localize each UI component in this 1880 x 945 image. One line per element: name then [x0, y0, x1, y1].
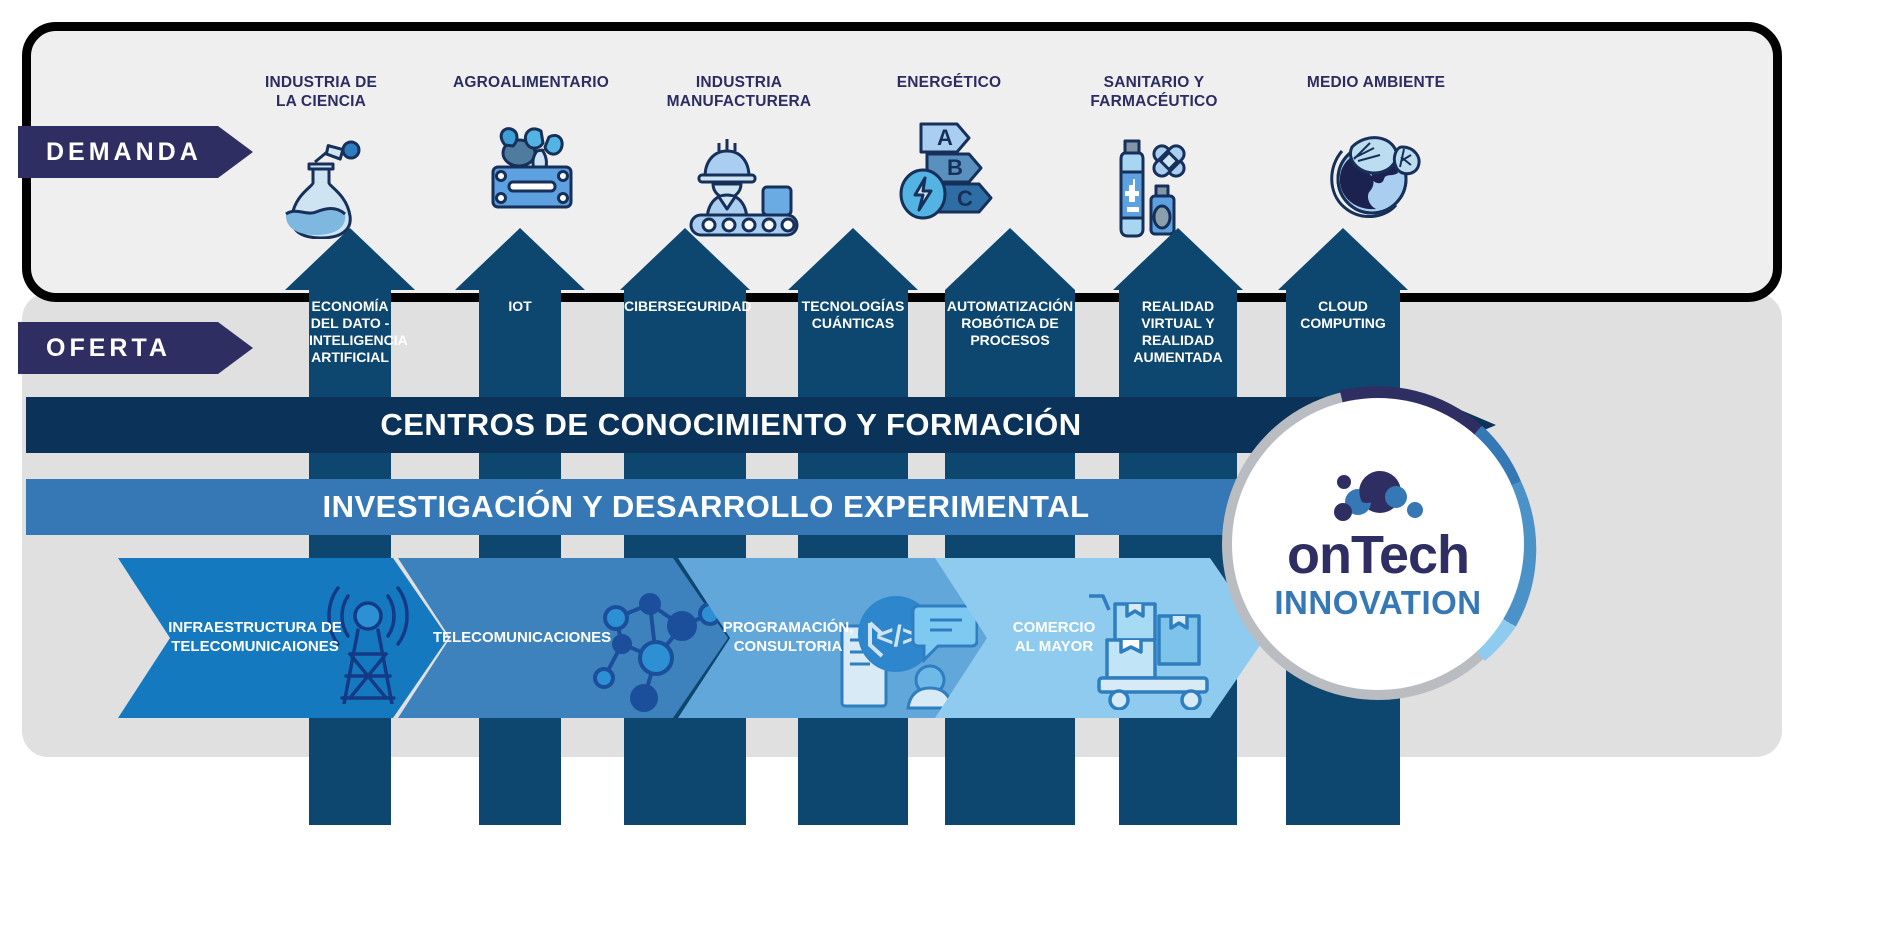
arrow-head — [455, 228, 585, 290]
offer-arrow-label: ECONOMÍA DEL DATO - INTELIGENCIA ARTIFIC… — [309, 298, 408, 366]
logo-dots-icon — [1334, 470, 1423, 521]
svg-text:B: B — [947, 155, 963, 180]
arrow-head — [788, 228, 918, 290]
demanda-tag: DEMANDA — [18, 126, 253, 178]
arrow-head — [620, 228, 750, 290]
arrow-shaft: ECONOMÍA DEL DATO - INTELIGENCIA ARTIFIC… — [309, 290, 408, 825]
demanda-tag-label: DEMANDA — [46, 137, 202, 166]
demand-sector-2[interactable]: INDUSTRIA MANUFACTURERA — [639, 73, 839, 244]
arrow-shaft: CIBERSEGURIDAD — [624, 290, 752, 825]
chevron-infraestructura[interactable]: INFRAESTRUCTURA DE TELECOMUNICAIONES — [118, 558, 448, 718]
demand-sector-label: ENERGÉTICO — [896, 74, 1002, 91]
demand-sector-label: INDUSTRIA DE LA CIENCIA — [264, 74, 378, 111]
svg-text:C: C — [957, 186, 973, 211]
ontech-innovation-logo[interactable]: onTech INNOVATION — [1218, 384, 1538, 704]
banner-label: INVESTIGACIÓN Y DESARROLLO EXPERIMENTAL — [322, 489, 1090, 524]
logo-word-on: on — [1286, 524, 1352, 585]
arrow-shaft: IOT — [479, 290, 561, 825]
crate-plants-icon — [431, 114, 631, 224]
chevron-label: INFRAESTRUCTURA DE TELECOMUNICAIONES — [168, 619, 342, 655]
logo-word-tech: Tech — [1350, 524, 1470, 585]
arrow-head — [285, 228, 415, 290]
arrow-shaft: REALIDAD VIRTUAL Y REALIDAD AUMENTADA — [1119, 290, 1237, 825]
oferta-tag: OFERTA — [18, 322, 253, 374]
offer-arrow-label: CIBERSEGURIDAD — [624, 298, 752, 314]
chevron-comercio[interactable]: COMERCIO AL MAYOR — [935, 558, 1265, 718]
banner-shape — [26, 391, 1496, 459]
demand-sector-1[interactable]: AGROALIMENTARIO — [431, 73, 631, 224]
banner-shape — [26, 473, 1446, 541]
arrow-head — [1278, 228, 1408, 290]
banner-investigacion[interactable]: INVESTIGACIÓN Y DESARROLLO EXPERIMENTAL — [26, 473, 1446, 541]
banner-label: CENTROS DE CONOCIMIENTO Y FORMACIÓN — [380, 407, 1082, 442]
arrow-head — [945, 228, 1075, 290]
offer-arrow-4[interactable]: AUTOMATIZACIÓN ROBÓTICA DE PROCESOS — [945, 228, 1075, 825]
offer-arrow-1[interactable]: IOT — [455, 228, 585, 825]
arrow-shaft: AUTOMATIZACIÓN ROBÓTICA DE PROCESOS — [945, 290, 1075, 825]
chevron-label: COMERCIO AL MAYOR — [1012, 619, 1096, 655]
offer-arrow-label: AUTOMATIZACIÓN ROBÓTICA DE PROCESOS — [946, 298, 1074, 349]
demand-sector-label: SANITARIO Y FARMACÉUTICO — [1090, 74, 1218, 111]
chevron-label: PROGRAMACIÓN, CONSULTORIA — [722, 619, 854, 655]
demand-sector-3[interactable]: ENERGÉTICO A B C — [849, 73, 1049, 224]
arrow-shaft: TECNOLOGÍAS CUÁNTICAS — [798, 290, 908, 825]
demand-sector-4[interactable]: SANITARIO Y FARMACÉUTICO — [1054, 73, 1254, 244]
offer-arrow-label: REALIDAD VIRTUAL Y REALIDAD AUMENTADA — [1133, 298, 1223, 366]
logo-ring — [1222, 386, 1537, 700]
oferta-tag-label: OFERTA — [46, 333, 171, 362]
offer-arrow-2[interactable]: CIBERSEGURIDAD — [620, 228, 752, 825]
svg-text:A: A — [937, 125, 953, 150]
chevron-label: TELECOMUNICACIONES — [432, 628, 612, 646]
banner-centros[interactable]: CENTROS DE CONOCIMIENTO Y FORMACIÓN — [26, 391, 1496, 459]
offer-arrow-0[interactable]: ECONOMÍA DEL DATO - INTELIGENCIA ARTIFIC… — [285, 228, 415, 825]
chevron-telecomunicaciones[interactable]: TELECOMUNICACIONES — [398, 558, 728, 718]
logo-disc: onTech INNOVATION — [1232, 398, 1524, 690]
offer-arrow-label: CLOUD COMPUTING — [1300, 298, 1386, 332]
demand-sector-label: MEDIO AMBIENTE — [1306, 74, 1446, 91]
offer-arrow-5[interactable]: REALIDAD VIRTUAL Y REALIDAD AUMENTADA — [1113, 228, 1243, 825]
offer-arrow-label: IOT — [508, 298, 532, 314]
logo-wordmark: onTech — [1286, 524, 1470, 585]
offer-arrow-label: TECNOLOGÍAS CUÁNTICAS — [801, 298, 905, 332]
demand-sector-label: AGROALIMENTARIO — [453, 74, 609, 91]
demand-sector-5[interactable]: MEDIO AMBIENTE — [1276, 73, 1476, 224]
logo-subtitle: INNOVATION — [1274, 583, 1482, 621]
energy-rating-icon: A B C — [849, 114, 1049, 224]
arrow-head — [1113, 228, 1243, 290]
globe-leaves-icon — [1276, 114, 1476, 224]
demand-sector-label: INDUSTRIA MANUFACTURERA — [666, 74, 812, 111]
offer-arrow-3[interactable]: TECNOLOGÍAS CUÁNTICAS — [788, 228, 918, 825]
